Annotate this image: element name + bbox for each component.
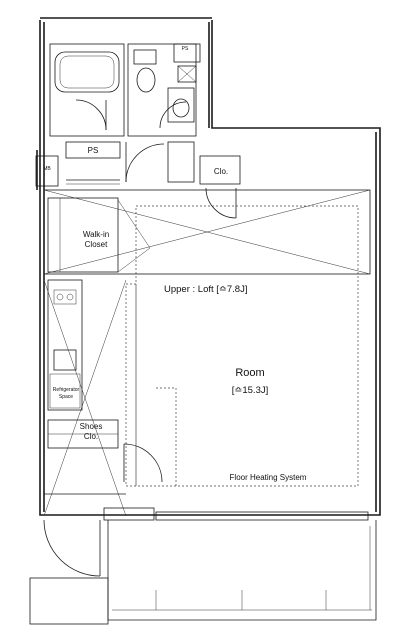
entry (44, 387, 177, 521)
utility-boxes (35, 141, 241, 187)
bathroom (49, 43, 125, 137)
loft-area (43, 189, 371, 487)
floor-heating-label: Floor Heating System (229, 473, 307, 482)
shoes-label-line1: Shoes (79, 422, 103, 431)
corridor-doors (66, 142, 237, 219)
fridge-label-line1: Refrigerator (52, 387, 80, 393)
loft-label: Upper : Loft [≏7.8J] (164, 284, 248, 295)
ps-top-label: PS (181, 46, 189, 52)
toilet-room (127, 43, 201, 137)
room-name: Room (235, 367, 265, 379)
mb-label: MB (43, 166, 51, 172)
shoes-label-line2: Clo. (83, 432, 99, 441)
walk-in-label-line1: Walk-in (82, 230, 110, 239)
balcony (29, 511, 377, 625)
room-area: [≏15.3J] (231, 385, 269, 396)
walk-in-label-line2: Closet (84, 240, 108, 249)
clo-right-label: Clo. (213, 167, 229, 176)
ps-mid-label: PS (87, 146, 99, 155)
fridge-label-line2: Space (58, 394, 74, 400)
walk-in-closet (47, 197, 151, 273)
outer-walls (36, 17, 381, 516)
kitchen (43, 279, 137, 517)
